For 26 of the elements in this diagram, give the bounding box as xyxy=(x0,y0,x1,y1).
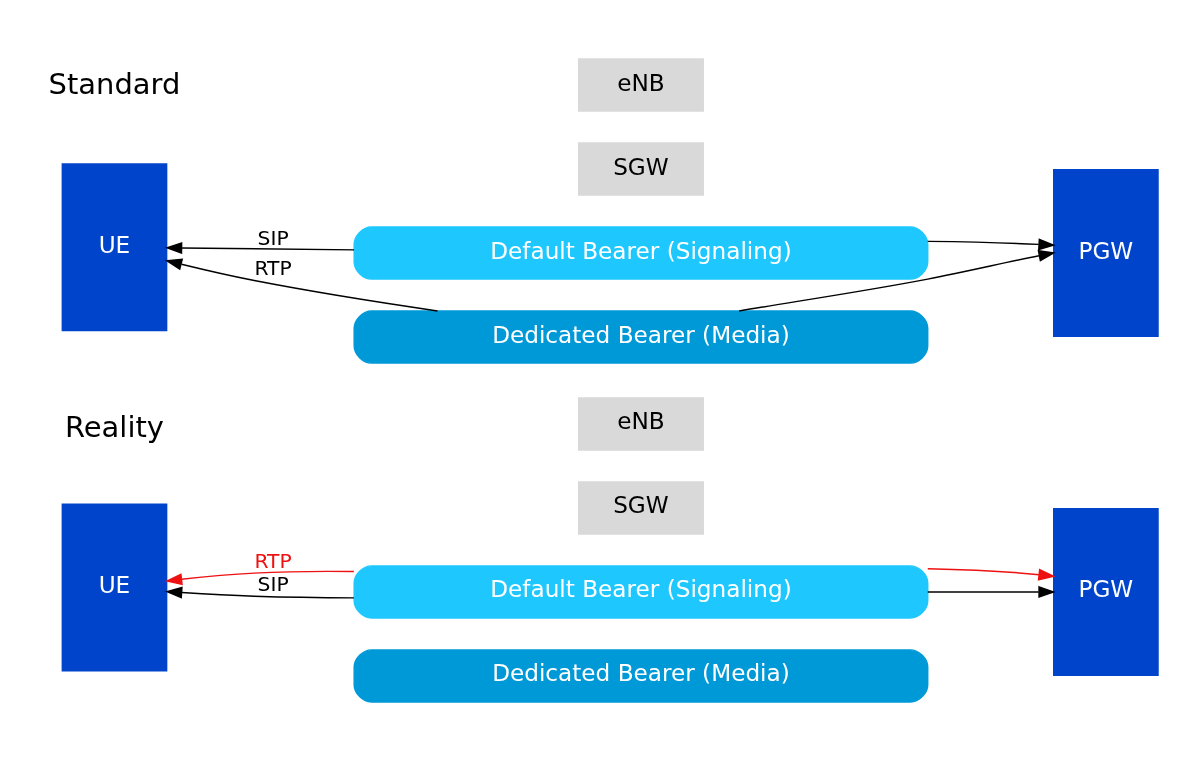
node-box: PGW xyxy=(1053,507,1159,676)
label: Reality xyxy=(65,409,164,444)
arrow xyxy=(927,585,1056,598)
arrow xyxy=(164,570,355,585)
node-box: SGW xyxy=(577,141,704,196)
edge-label: RTP xyxy=(254,548,292,573)
edge-label: RTP xyxy=(254,255,292,280)
edge-label: SIP xyxy=(257,225,289,250)
arrow xyxy=(927,567,1056,581)
arrow xyxy=(164,586,355,599)
label: Standard xyxy=(48,66,181,101)
node-box: Default Bearer (Signaling) xyxy=(353,225,929,280)
node-box: Dedicated Bearer (Media) xyxy=(353,648,929,703)
node-box: SGW xyxy=(577,480,704,535)
node-box: Dedicated Bearer (Media) xyxy=(353,309,929,364)
edge-label: SIP xyxy=(257,571,289,596)
node-box: PGW xyxy=(1053,168,1159,337)
arrow xyxy=(927,237,1056,250)
node-box: eNB xyxy=(577,57,704,112)
node-box: eNB xyxy=(577,396,704,451)
node-box: UE xyxy=(61,162,168,331)
node-box: Default Bearer (Signaling) xyxy=(353,564,929,619)
arrow xyxy=(164,241,355,254)
arrow xyxy=(164,257,439,312)
node-box: UE xyxy=(61,503,168,672)
arrow xyxy=(738,249,1056,312)
